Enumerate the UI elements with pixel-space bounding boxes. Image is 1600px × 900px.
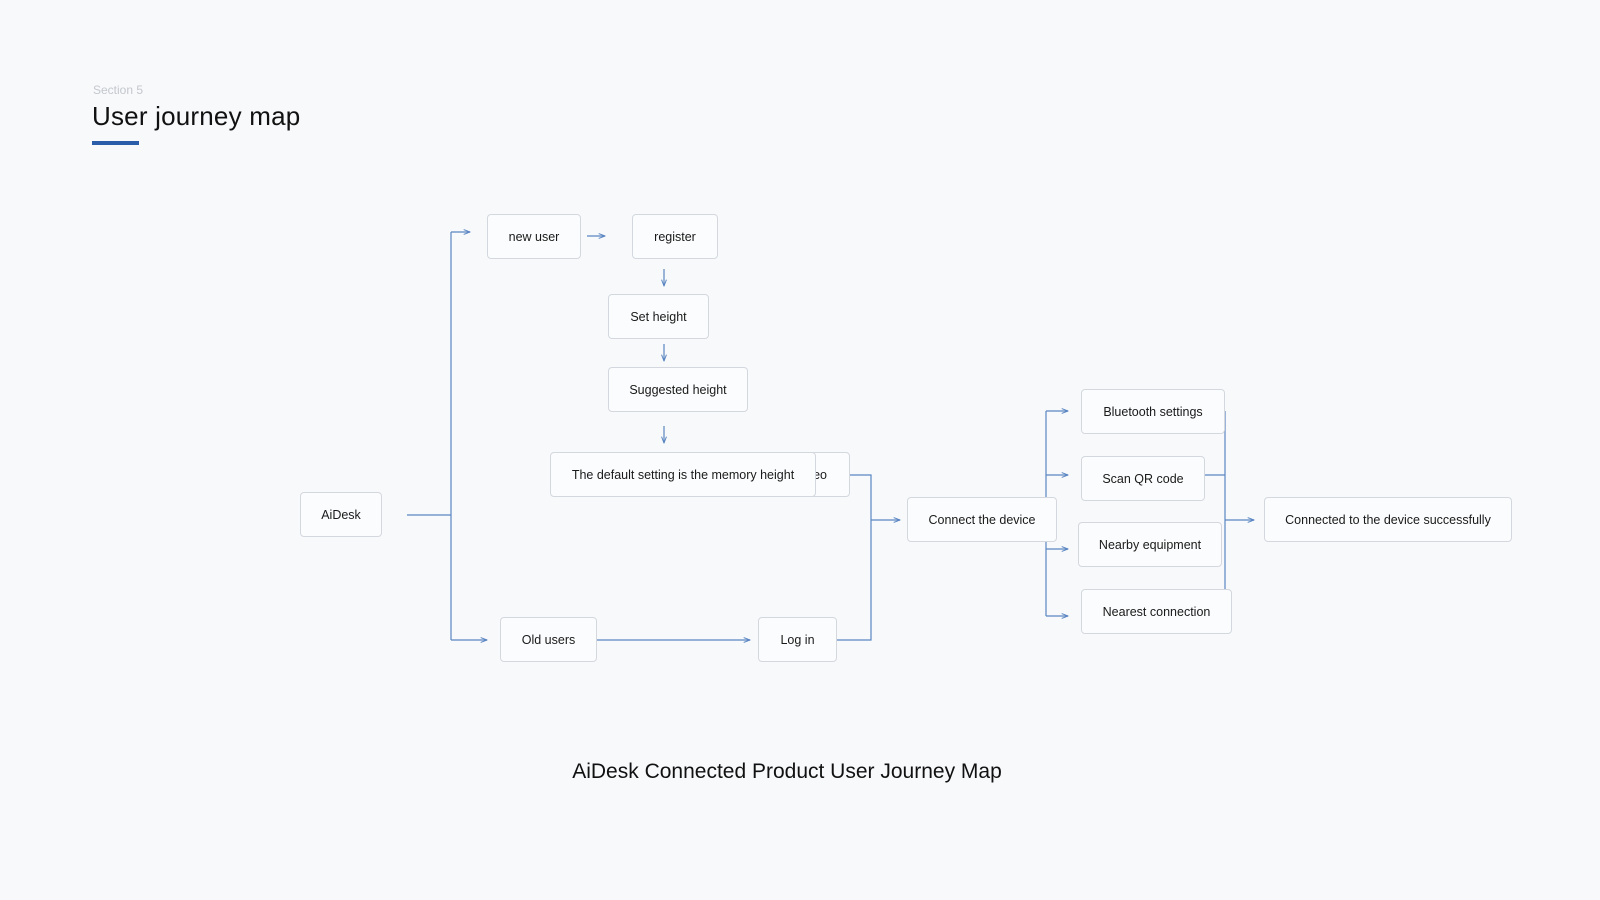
node-default-setting: The default setting is the memory height (550, 452, 816, 497)
node-log-in: Log in (758, 617, 837, 662)
node-new-user: new user (487, 214, 581, 259)
node-nearest-connection: Nearest connection (1081, 589, 1232, 634)
page-title: User journey map (92, 101, 301, 131)
section-label: Section 5 (93, 83, 144, 97)
node-aidesk: AiDesk (300, 492, 382, 537)
node-connected-success: Connected to the device successfully (1264, 497, 1512, 542)
node-register: register (632, 214, 718, 259)
node-set-height: Set height (608, 294, 709, 339)
node-old-users: Old users (500, 617, 597, 662)
node-connect-device: Connect the device (907, 497, 1057, 542)
connector-default-merge (837, 474, 872, 641)
title-underline (92, 141, 139, 145)
node-nearby-equipment: Nearby equipment (1078, 522, 1222, 567)
node-bluetooth-settings: Bluetooth settings (1081, 389, 1225, 434)
node-suggested-height: Suggested height (608, 367, 748, 412)
node-scan-qr: Scan QR code (1081, 456, 1205, 501)
diagram-caption: AiDesk Connected Product User Journey Ma… (572, 760, 1002, 783)
